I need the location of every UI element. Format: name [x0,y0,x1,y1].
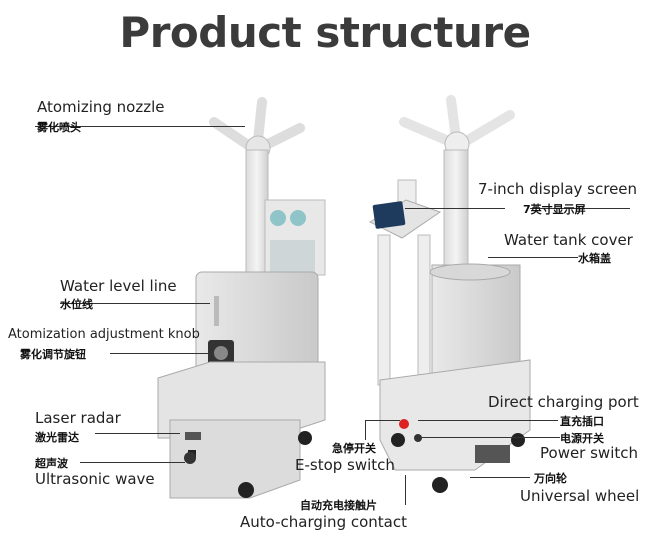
leader-nozzle [35,126,245,127]
robot-right [368,95,531,493]
leader-power [420,437,560,438]
label-ultrasonic-cn: 超声波 [35,457,68,470]
leader-tank [488,257,578,258]
label-wheel-cn: 万向轮 [534,472,567,485]
label-laser-radar: Laser radar [35,409,121,427]
label-water-level: Water level line [60,277,177,295]
label-water-level-cn: 水位线 [60,298,93,311]
label-charging-port: Direct charging port [488,393,639,411]
label-atomizing-nozzle: Atomizing nozzle [37,98,165,116]
leader-water-level [60,303,210,304]
leader-wheel [470,477,530,478]
robot-left [157,97,326,499]
label-power-switch-cn: 电源开关 [560,432,604,445]
label-tank-cover-cn: 水箱盖 [578,252,611,265]
leader-estop-h [365,420,400,421]
label-charging-port-cn: 直充插口 [560,415,604,428]
page-title: Product structure [119,8,531,57]
leader-display [405,208,505,209]
label-atomizing-nozzle-cn: 雾化喷头 [37,121,81,134]
leader-knob [110,353,210,354]
leader-display-a [530,208,630,209]
label-estop-cn: 急停开关 [332,442,376,455]
label-estop: E-stop switch [295,456,395,474]
leader-ultrasonic [80,462,185,463]
leader-estop-v [365,420,366,440]
label-tank-cover: Water tank cover [504,231,633,249]
leader-charging [418,420,558,421]
leader-contact-v [405,475,406,505]
label-ultrasonic: Ultrasonic wave [35,470,155,488]
label-adjust-knob: Atomization adjustment knob [8,327,200,342]
label-contact: Auto-charging contact [240,513,407,531]
label-contact-cn: 自动充电接触片 [300,499,377,512]
label-adjust-knob-cn: 雾化调节旋钮 [20,348,86,361]
leader-laser [95,433,180,434]
label-display-cn: 7英寸显示屏 [523,203,586,216]
label-display: 7-inch display screen [478,180,638,198]
label-wheel: Universal wheel [520,487,640,505]
label-power-switch: Power switch [540,444,639,462]
label-laser-radar-cn: 激光雷达 [35,431,79,444]
